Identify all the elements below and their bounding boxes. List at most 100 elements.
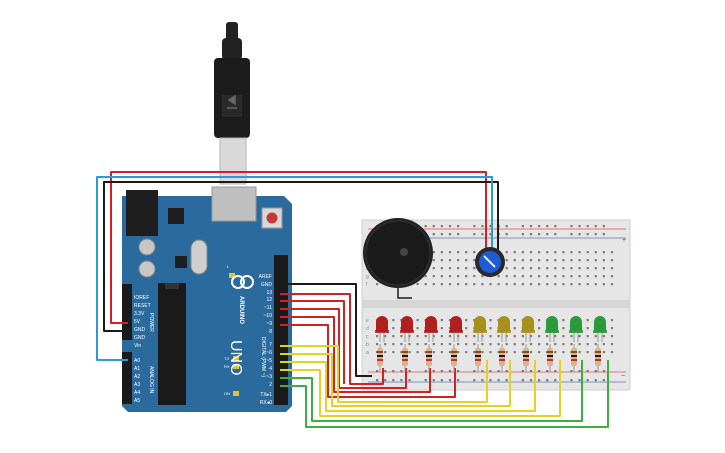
breadboard-hole[interactable] <box>432 251 435 254</box>
breadboard-hole[interactable] <box>384 343 387 346</box>
breadboard-hole[interactable] <box>538 267 541 270</box>
breadboard-hole[interactable] <box>448 251 452 254</box>
breadboard-hole[interactable] <box>546 225 549 228</box>
breadboard-hole[interactable] <box>578 233 581 236</box>
breadboard-hole[interactable] <box>521 351 524 354</box>
breadboard-hole[interactable] <box>473 283 476 286</box>
breadboard-hole[interactable] <box>392 343 395 346</box>
breadboard-hole[interactable] <box>554 335 557 338</box>
breadboard-hole[interactable] <box>481 233 484 236</box>
breadboard-hole[interactable] <box>586 251 589 254</box>
breadboard-hole[interactable] <box>440 283 443 286</box>
breadboard-hole[interactable] <box>570 233 573 236</box>
breadboard-hole[interactable] <box>554 225 557 228</box>
breadboard-hole[interactable] <box>465 283 468 286</box>
breadboard-hole[interactable] <box>465 275 468 278</box>
breadboard-hole[interactable] <box>392 351 395 354</box>
breadboard-hole[interactable] <box>424 335 427 338</box>
resistor-7[interactable] <box>523 344 529 372</box>
led-6[interactable] <box>497 316 511 342</box>
breadboard-hole[interactable] <box>610 267 614 270</box>
breadboard-hole[interactable] <box>432 267 435 270</box>
breadboard-hole[interactable] <box>481 351 484 354</box>
breadboard-hole[interactable] <box>376 283 379 286</box>
breadboard-hole[interactable] <box>448 319 452 322</box>
potentiometer[interactable] <box>475 247 505 277</box>
wire-green-3[interactable] <box>280 360 583 422</box>
breadboard-hole[interactable] <box>521 335 524 338</box>
breadboard-hole[interactable] <box>497 283 500 286</box>
breadboard-hole[interactable] <box>432 283 435 286</box>
breadboard-hole[interactable] <box>489 233 492 236</box>
breadboard-hole[interactable] <box>440 267 443 270</box>
breadboard-hole[interactable] <box>432 233 435 236</box>
breadboard-hole[interactable] <box>489 225 492 228</box>
breadboard-hole[interactable] <box>610 259 614 262</box>
breadboard-hole[interactable] <box>408 351 411 354</box>
breadboard-hole[interactable] <box>489 351 492 354</box>
breadboard-hole[interactable] <box>562 319 565 322</box>
breadboard-hole[interactable] <box>562 283 565 286</box>
breadboard-hole[interactable] <box>440 319 443 322</box>
breadboard-hole[interactable] <box>538 327 541 330</box>
breadboard-hole[interactable] <box>465 319 468 322</box>
breadboard-hole[interactable] <box>529 343 533 346</box>
breadboard-hole[interactable] <box>521 225 524 228</box>
breadboard-hole[interactable] <box>513 259 516 262</box>
breadboard-hole[interactable] <box>457 267 460 270</box>
breadboard-hole[interactable] <box>546 251 549 254</box>
breadboard-hole[interactable] <box>570 335 573 338</box>
breadboard-hole[interactable] <box>408 379 411 382</box>
breadboard-hole[interactable] <box>440 259 443 262</box>
breadboard-hole[interactable] <box>448 343 452 346</box>
breadboard-hole[interactable] <box>586 259 589 262</box>
led-2[interactable] <box>400 316 414 342</box>
breadboard-hole[interactable] <box>562 343 565 346</box>
reset-button[interactable] <box>261 207 283 229</box>
breadboard-hole[interactable] <box>602 335 605 338</box>
breadboard-hole[interactable] <box>440 225 443 228</box>
breadboard-hole[interactable] <box>554 351 557 354</box>
breadboard-hole[interactable] <box>392 370 395 373</box>
breadboard-hole[interactable] <box>513 327 516 330</box>
wire-red-9[interactable] <box>280 324 456 398</box>
breadboard-hole[interactable] <box>554 343 557 346</box>
breadboard-hole[interactable] <box>529 251 533 254</box>
breadboard-hole[interactable] <box>513 319 516 322</box>
led-7[interactable] <box>521 316 535 342</box>
breadboard-hole[interactable] <box>610 343 614 346</box>
breadboard-hole[interactable] <box>554 370 557 373</box>
breadboard-hole[interactable] <box>538 343 541 346</box>
breadboard-hole[interactable] <box>513 351 516 354</box>
breadboard-hole[interactable] <box>416 327 419 330</box>
breadboard-hole[interactable] <box>610 275 614 278</box>
breadboard-hole[interactable] <box>529 283 533 286</box>
breadboard-hole[interactable] <box>505 335 508 338</box>
breadboard-hole[interactable] <box>457 275 460 278</box>
breadboard-hole[interactable] <box>578 335 581 338</box>
breadboard-hole[interactable] <box>570 259 573 262</box>
breadboard-hole[interactable] <box>416 351 419 354</box>
breadboard-hole[interactable] <box>570 225 573 228</box>
breadboard-hole[interactable] <box>505 275 508 278</box>
breadboard-hole[interactable] <box>505 225 508 228</box>
wire-blue-a0[interactable] <box>96 176 493 361</box>
breadboard-hole[interactable] <box>521 251 524 254</box>
wire-black-gnd[interactable] <box>103 181 499 332</box>
breadboard-hole[interactable] <box>578 343 581 346</box>
breadboard-hole[interactable] <box>529 225 533 228</box>
breadboard-hole[interactable] <box>473 343 476 346</box>
breadboard-hole[interactable] <box>521 343 524 346</box>
breadboard-hole[interactable] <box>489 343 492 346</box>
breadboard-hole[interactable] <box>586 335 589 338</box>
breadboard-hole[interactable] <box>538 283 541 286</box>
breadboard-hole[interactable] <box>602 370 605 373</box>
wire-black-rail[interactable] <box>280 283 372 377</box>
breadboard-hole[interactable] <box>610 319 614 322</box>
breadboard-hole[interactable] <box>440 343 443 346</box>
breadboard-hole[interactable] <box>538 251 541 254</box>
breadboard-hole[interactable] <box>489 319 492 322</box>
breadboard-hole[interactable] <box>529 233 533 236</box>
breadboard-hole[interactable] <box>400 343 403 346</box>
breadboard-hole[interactable] <box>586 283 589 286</box>
